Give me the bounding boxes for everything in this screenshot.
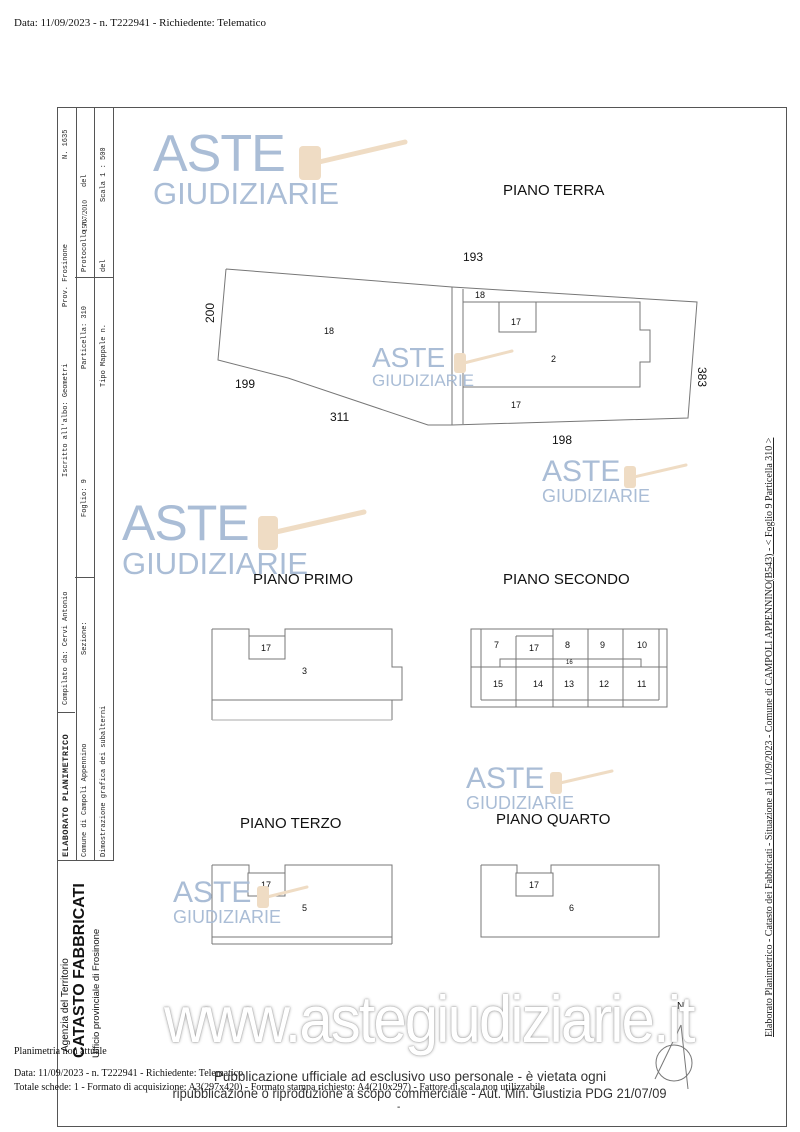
sub-6: 6 <box>569 903 575 913</box>
sub-5: 5 <box>302 903 308 913</box>
parcel-193: 193 <box>463 250 484 264</box>
page-dash: - <box>397 1102 401 1113</box>
watermark-aste-logo-small: ASTE GIUDIZIARIE <box>466 762 614 813</box>
sub-18-west: 18 <box>324 326 335 336</box>
parcel-199: 199 <box>235 377 256 391</box>
watermark-giudiziarie-text: GIUDIZIARIE <box>466 793 575 813</box>
floor-title-terra: PIANO TERRA <box>503 182 605 199</box>
gavel-icon <box>258 509 367 550</box>
floor-title-terzo: PIANO TERZO <box>240 815 342 832</box>
gavel-icon <box>257 885 309 908</box>
sub-3: 3 <box>302 666 308 676</box>
footer-totale-line: Totale schede: 1 - Formato di acquisizio… <box>14 1082 545 1093</box>
watermark-aste-logo-large: ASTE GIUDIZIARIE <box>122 495 367 581</box>
floor-title-primo: PIANO PRIMO <box>253 571 354 588</box>
sub-8: 8 <box>565 640 571 650</box>
watermark-aste-text: ASTE <box>466 762 545 795</box>
floor-title-secondo: PIANO SECONDO <box>503 571 630 588</box>
sub-17: 17 <box>529 643 540 653</box>
watermark-giudiziarie-text: GIUDIZIARIE <box>372 371 475 390</box>
footer-data-line: Data: 11/09/2023 - n. T222941 - Richiede… <box>14 1068 244 1079</box>
sub-10: 10 <box>637 640 648 650</box>
gavel-icon <box>299 139 408 180</box>
watermark-aste-text: ASTE <box>372 342 446 373</box>
watermark-aste-text: ASTE <box>173 876 252 909</box>
gavel-icon <box>624 463 688 488</box>
planimetria-note: Planimetria non attuale <box>14 1046 107 1057</box>
request-header: Data: 11/09/2023 - n. T222941 - Richiede… <box>14 17 266 29</box>
sub-7: 7 <box>494 640 500 650</box>
parcel-198: 198 <box>552 433 573 447</box>
north-label: N <box>677 1001 685 1012</box>
sub-13: 13 <box>564 679 575 689</box>
watermark-aste-text: ASTE <box>542 455 621 488</box>
floor-title-quarto: PIANO QUARTO <box>496 811 611 828</box>
sub-17: 17 <box>261 880 272 890</box>
watermark-aste-text: ASTE <box>122 495 250 551</box>
publication-notice-line1: Pubblicazione ufficiale ad esclusivo uso… <box>213 1069 607 1084</box>
sub-9: 9 <box>600 640 606 650</box>
watermark-aste-text: ASTE <box>153 125 286 183</box>
gavel-icon <box>454 349 514 373</box>
sub-15: 15 <box>493 679 504 689</box>
watermark-giudiziarie-text: GIUDIZIARIE <box>153 176 340 211</box>
watermark-site-url: www.astegiudiziarie.it <box>164 982 696 1057</box>
sub-14: 14 <box>533 679 544 689</box>
watermark-aste-logo-small: ASTE GIUDIZIARIE <box>372 342 514 390</box>
watermark-aste-logo-small: ASTE GIUDIZIARIE <box>173 876 309 927</box>
title-block-strip: ELABORATO PLANIMETRICO Compilato da: Cer… <box>57 107 114 861</box>
sub-17: 17 <box>261 643 272 653</box>
sub-17-court: 17 <box>511 400 522 410</box>
sub-11: 11 <box>637 679 647 689</box>
sub-16: 16 <box>566 660 573 666</box>
sub-12: 12 <box>599 679 610 689</box>
sub-2: 2 <box>551 354 557 364</box>
sub-18-strip: 18 <box>475 290 486 300</box>
watermark-aste-logo-small: ASTE GIUDIZIARIE <box>542 455 688 506</box>
watermark-giudiziarie-text: GIUDIZIARIE <box>122 546 309 581</box>
parcel-311: 311 <box>330 410 350 424</box>
publication-notice-line2: ripubblicazione o riproduzione a scopo c… <box>172 1086 667 1101</box>
sub-17: 17 <box>529 880 540 890</box>
watermark-giudiziarie-text: GIUDIZIARIE <box>173 907 282 927</box>
gavel-icon <box>550 769 614 794</box>
watermark-giudiziarie-text: GIUDIZIARIE <box>542 486 651 506</box>
watermark-aste-logo-large: ASTE GIUDIZIARIE <box>153 125 408 211</box>
sub-17-stair: 17 <box>511 317 522 327</box>
